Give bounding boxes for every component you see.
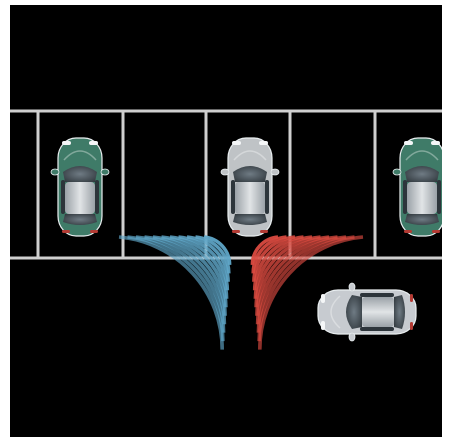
mirror xyxy=(349,283,355,291)
parking-scene-svg xyxy=(10,5,442,437)
rear-window xyxy=(63,214,97,225)
mirror xyxy=(221,169,229,175)
car-center-parked xyxy=(221,138,279,236)
parking-sensor-illustration xyxy=(10,5,442,437)
mirror xyxy=(51,169,59,175)
roof xyxy=(235,182,265,214)
mirror xyxy=(393,169,401,175)
mirror xyxy=(349,333,355,341)
roof xyxy=(65,182,95,214)
sensor-waves-left xyxy=(119,237,230,350)
roof xyxy=(407,182,437,214)
rear-window xyxy=(233,214,267,225)
rear-window xyxy=(394,295,405,329)
mirror xyxy=(101,169,109,175)
car-right-parked xyxy=(393,138,442,236)
rear-window xyxy=(405,214,439,225)
car-moving xyxy=(318,283,416,341)
roof xyxy=(362,297,394,327)
mirror xyxy=(271,169,279,175)
sensor-wave-arc xyxy=(145,237,225,324)
car-left-parked xyxy=(51,138,109,236)
